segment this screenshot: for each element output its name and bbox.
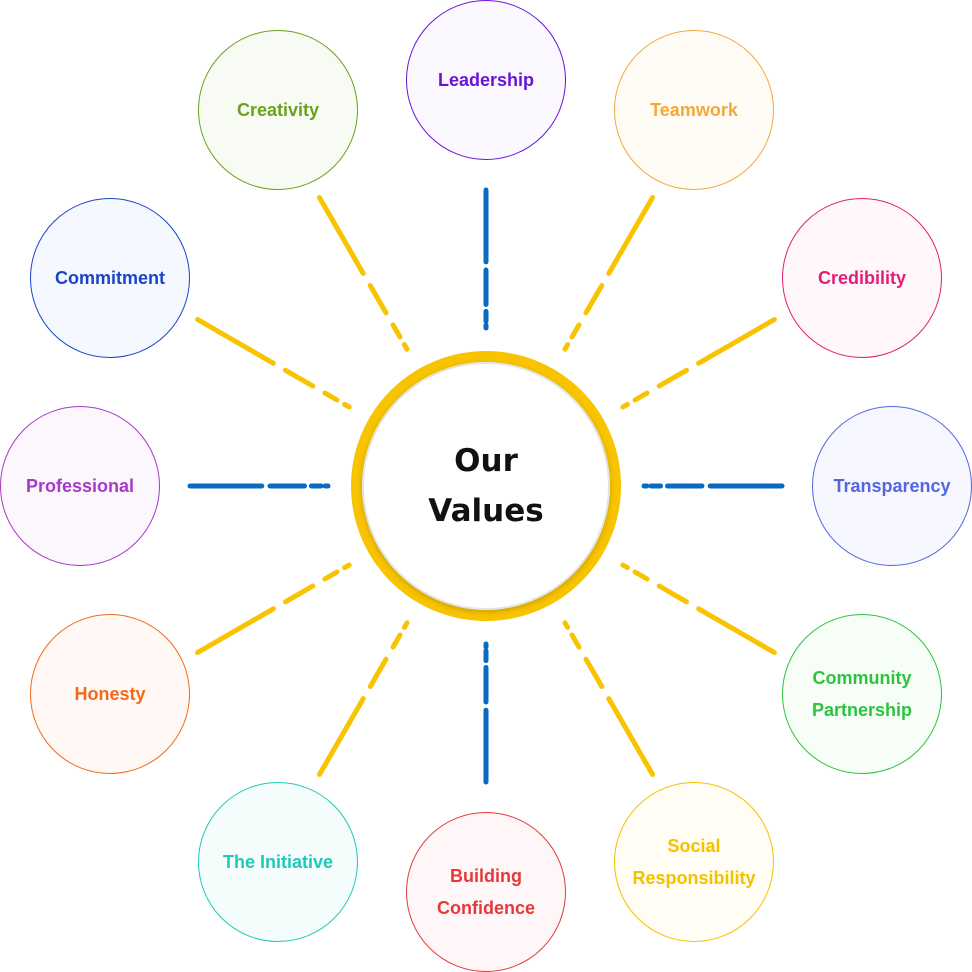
value-circle-professional: Professional <box>0 406 160 566</box>
ray-segment <box>606 696 655 777</box>
ray-segment <box>569 632 582 650</box>
value-label: Leadership <box>437 70 535 90</box>
ray-segment <box>583 283 605 316</box>
ray-segment <box>390 322 403 340</box>
value-label: Community Partnership <box>811 668 913 720</box>
center-hub: Our Values <box>362 362 610 610</box>
value-label: Credibility <box>817 268 906 288</box>
ray-segment <box>632 569 650 582</box>
ray-segment <box>195 606 276 655</box>
ray-segment <box>606 195 655 276</box>
ray-segment <box>342 562 352 571</box>
ray-segment <box>283 367 316 389</box>
ray-segment <box>390 632 403 650</box>
value-label: Honesty <box>74 684 146 704</box>
ray-segment <box>195 317 276 366</box>
value-circle-transparency: Transparency <box>812 406 972 566</box>
value-circle-leadership: Leadership <box>406 0 566 160</box>
ray-segment <box>583 656 605 689</box>
ray-segment <box>317 696 366 777</box>
ray-segment <box>562 342 571 352</box>
value-circle-social-responsibility: Social Responsibility <box>614 782 774 942</box>
ray-segment <box>367 283 389 316</box>
value-circle-creativity: Creativity <box>198 30 358 190</box>
ray-segment <box>620 562 630 571</box>
ray-segment <box>401 342 410 352</box>
ray-segment <box>569 322 582 340</box>
value-label: Creativity <box>236 100 320 120</box>
ray-segment <box>632 390 650 403</box>
ray-segment <box>322 569 340 582</box>
value-circle-commitment: Commitment <box>30 198 190 358</box>
ray-segment <box>401 620 410 630</box>
value-circle-credibility: Credibility <box>782 198 942 358</box>
value-circle-teamwork: Teamwork <box>614 30 774 190</box>
value-label: Social Responsibility <box>632 836 756 888</box>
ray-segment <box>562 620 571 630</box>
value-label: Teamwork <box>650 100 738 120</box>
ray-segment <box>656 583 689 605</box>
value-circle-the-initiative: The Initiative <box>198 782 358 942</box>
center-title-line-1: Our <box>454 443 518 479</box>
ray-segment <box>367 656 389 689</box>
value-label: Building Confidence <box>436 866 535 918</box>
value-label: Commitment <box>54 268 165 288</box>
value-circle-honesty: Honesty <box>30 614 190 774</box>
value-label: Professional <box>25 476 135 496</box>
ray-segment <box>696 317 777 366</box>
ray-segment <box>696 606 777 655</box>
ray-segment <box>656 367 689 389</box>
center-title-line-2: Values <box>428 493 544 529</box>
ray-segment <box>322 390 340 403</box>
value-circle-community-partnership: Community Partnership <box>782 614 942 774</box>
value-circle-building-confidence: Building Confidence <box>406 812 566 972</box>
value-label: The Initiative <box>222 852 334 872</box>
ray-segment <box>342 401 352 410</box>
ray-segment <box>317 195 366 276</box>
ray-segment <box>620 401 630 410</box>
ray-segment <box>283 583 316 605</box>
value-label: Transparency <box>833 476 951 496</box>
